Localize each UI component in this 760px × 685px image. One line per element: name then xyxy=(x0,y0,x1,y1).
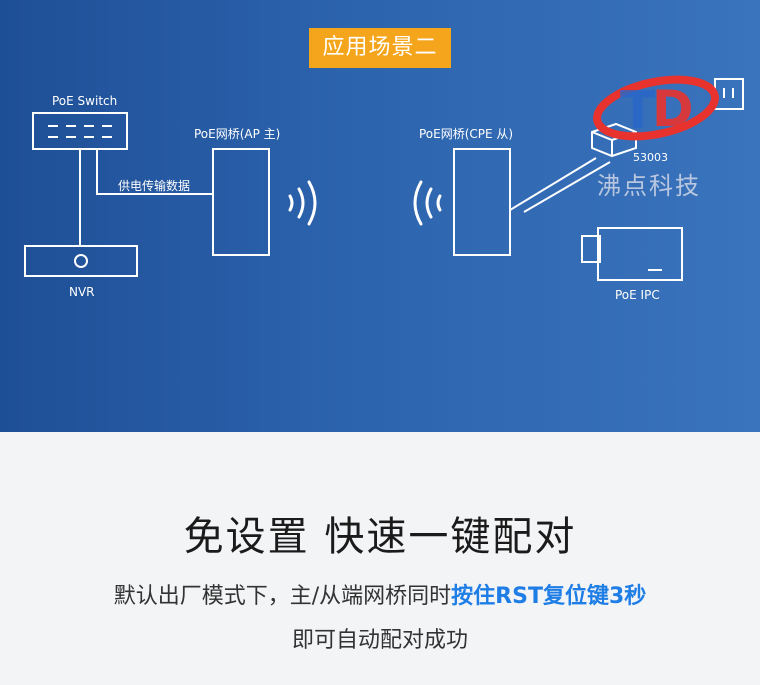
text-panel xyxy=(0,432,760,685)
switch-to-nvr-line xyxy=(79,150,81,246)
ap-label: PoE网桥(AP 主) xyxy=(194,127,281,141)
ap-bridge-icon xyxy=(212,148,270,256)
nvr-icon xyxy=(24,245,138,277)
cpe-label: PoE网桥(CPE 从) xyxy=(419,127,514,141)
cpe-bridge-icon xyxy=(453,148,511,256)
headline: 免设置 快速一键配对 xyxy=(183,514,577,560)
svg-text:T: T xyxy=(620,81,656,141)
switch-vertical-line xyxy=(96,150,98,195)
ip-camera-icon xyxy=(581,227,683,281)
switch-to-ap-line xyxy=(96,193,213,195)
watermark-logo: T D xyxy=(593,75,719,141)
watermark-code: 53003 xyxy=(633,151,668,164)
description-prefix: 默认出厂模式下，主/从端网桥同时 xyxy=(113,584,452,609)
scene-badge: 应用场景二 xyxy=(309,28,451,68)
nvr-label: NVR xyxy=(69,285,95,299)
diagram-panel xyxy=(0,0,760,432)
cpe-cable xyxy=(510,157,611,213)
poe-switch-label: PoE Switch xyxy=(52,94,118,108)
description-line-1: 默认出厂模式下，主/从端网桥同时按住RST复位键3秒 xyxy=(0,578,760,610)
poe-switch-icon xyxy=(32,112,128,150)
watermark-text: 沸点科技 xyxy=(597,172,701,200)
description-highlight: 按住RST复位键3秒 xyxy=(451,584,647,609)
signal-in-icon xyxy=(413,180,442,226)
ipc-label: PoE IPC xyxy=(615,288,660,302)
description-line-2: 即可自动配对成功 xyxy=(291,628,468,653)
svg-text:D: D xyxy=(652,80,694,138)
signal-out-icon xyxy=(288,180,317,226)
power-data-label: 供电传输数据 xyxy=(118,179,191,193)
